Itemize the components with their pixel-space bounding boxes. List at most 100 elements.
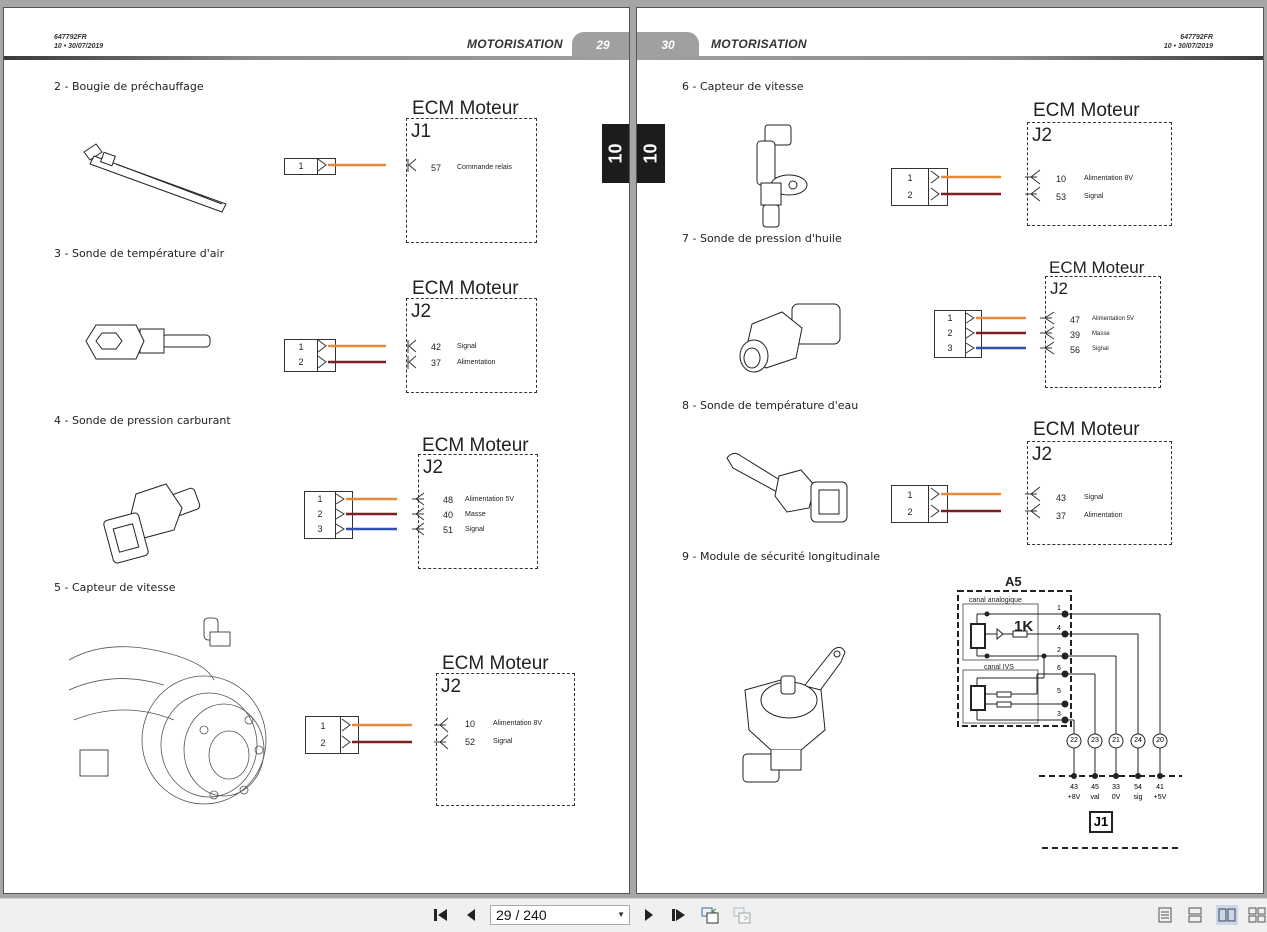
- previous-view-button[interactable]: [698, 905, 722, 925]
- internal-pin-3: 3: [1057, 711, 1061, 718]
- ecm-connector-label: J2: [423, 457, 444, 478]
- header-rule: [4, 56, 629, 60]
- harness-node: 20: [1156, 737, 1164, 744]
- pin-number: 43: [1056, 493, 1067, 503]
- sensor-plug: 1 2: [891, 485, 948, 523]
- pin-number: 53: [1056, 192, 1067, 202]
- prev-page-icon: [467, 909, 475, 921]
- section-header-title: MOTORISATION: [467, 37, 563, 51]
- harness-node: 22: [1070, 737, 1078, 744]
- ecm-title: ECM Moteur: [412, 98, 519, 119]
- next-view-button[interactable]: [730, 905, 754, 925]
- internal-pin-4: 4: [1057, 625, 1061, 632]
- longitudinal-safety-module-illustration: [742, 646, 846, 783]
- plug-pin: 2: [907, 507, 913, 517]
- pin-label: Commande relais: [457, 164, 512, 171]
- sensor-plug: 1 2: [305, 716, 359, 754]
- pin-number: 37: [1056, 511, 1067, 521]
- ecm-box: J2 43 Signal 37 Alimentation: [1027, 441, 1172, 545]
- plug-pin: 1: [298, 161, 304, 171]
- ecm-connector-label: J2: [411, 301, 432, 322]
- water-temperature-sensor-illustration: [726, 452, 848, 523]
- plug-pin: 1: [317, 494, 323, 504]
- page-number-tab: 30: [637, 32, 699, 58]
- pin-label: Signal: [493, 738, 513, 745]
- pin-number: 39: [1070, 330, 1081, 340]
- ecm-connector-label: J2: [1050, 279, 1068, 298]
- first-page-icon: [434, 909, 447, 921]
- channel-ivs-label: canal IVS: [984, 664, 1014, 671]
- sensor-plug: 1 2: [891, 168, 948, 206]
- pin-label: Alimentation 5V: [465, 496, 515, 503]
- section-title-5: 5 - Capteur de vitesse: [54, 581, 176, 594]
- page-field-value: 29 / 240: [496, 907, 547, 923]
- pin-number: 42: [431, 342, 442, 352]
- pin-label: Signal: [457, 343, 477, 350]
- plug-pin: 2: [907, 190, 913, 200]
- next-page-button[interactable]: [640, 905, 658, 925]
- harness-node: 21: [1112, 737, 1120, 744]
- wires-4: [335, 492, 425, 536]
- facing-view-button[interactable]: [1216, 905, 1238, 925]
- pin-label: Alimentation 8V: [1084, 175, 1134, 182]
- j1-pin: 41+5V: [1153, 784, 1167, 801]
- pin-number: 37: [431, 358, 442, 368]
- module-schematic: A5 canal analogique canal IVS 1K: [947, 574, 1197, 854]
- plug-pin: 1: [907, 490, 913, 500]
- internal-pin-2: 2: [1057, 647, 1061, 654]
- continuous-facing-view-button[interactable]: [1246, 905, 1267, 925]
- continuous-icon: [1188, 907, 1202, 923]
- internal-pin-6: 6: [1057, 665, 1061, 672]
- ecm-title: ECM Moteur: [412, 278, 519, 299]
- ecm-connector-label: J2: [441, 676, 462, 697]
- section-title-9: 9 - Module de sécurité longitudinale: [682, 550, 881, 563]
- wire-2-1: [317, 158, 417, 172]
- pin-number: 40: [443, 510, 454, 520]
- single-page-icon: [1158, 907, 1172, 923]
- channel-analog-label: canal analogique: [969, 597, 1022, 604]
- j1-pin: 43+8V: [1067, 784, 1081, 801]
- ecm-box: J2 42 Signal 37 Alimentation: [406, 298, 537, 393]
- next-view-icon: [733, 907, 751, 924]
- pin-number: 57: [431, 163, 442, 173]
- continuous-view-button[interactable]: [1184, 905, 1206, 925]
- harness-node: 24: [1134, 737, 1142, 744]
- plug-pin: 2: [317, 509, 323, 519]
- dropdown-arrow-icon[interactable]: ▼: [617, 910, 625, 919]
- plug-pin: 3: [317, 524, 323, 534]
- document-code: 647792FR 10 • 30/07/2019: [1164, 33, 1213, 51]
- previous-page-button[interactable]: [462, 905, 480, 925]
- single-page-view-button[interactable]: [1154, 905, 1176, 925]
- wires-8: [930, 486, 1041, 519]
- air-temperature-sensor-illustration: [85, 324, 211, 360]
- document-code: 647792FR 10 • 30/07/2019: [54, 33, 103, 51]
- plug-pin: 3: [947, 343, 953, 353]
- section-title-4: 4 - Sonde de pression carburant: [54, 414, 231, 427]
- wires-6: [930, 169, 1041, 202]
- first-page-button[interactable]: [430, 905, 452, 925]
- next-page-icon: [645, 909, 653, 921]
- page-number-field[interactable]: 29 / 240 ▼: [490, 905, 630, 925]
- plug-pin: 1: [320, 721, 326, 731]
- pin-label: Alimentation: [1084, 512, 1123, 519]
- internal-pin-1: 1: [1057, 605, 1061, 612]
- pin-label: Signal: [465, 526, 485, 533]
- doc-code-text: 647792FR: [54, 34, 87, 41]
- ecm-title: ECM Moteur: [1033, 100, 1140, 121]
- section-tab-right: 10: [637, 124, 665, 183]
- plug-pin: 1: [947, 313, 953, 323]
- harness-node: 23: [1091, 737, 1099, 744]
- last-page-button[interactable]: [668, 905, 690, 925]
- doc-revision-text: 10 • 30/07/2019: [54, 43, 104, 50]
- header-rule: [637, 56, 1263, 60]
- plug-pin: 2: [947, 328, 953, 338]
- pin-number: 10: [1056, 174, 1067, 184]
- ecm-title: ECM Moteur: [1033, 419, 1140, 440]
- page-number-tab: 29: [572, 32, 629, 58]
- pin-number: 47: [1070, 315, 1081, 325]
- pin-label: Signal: [1092, 346, 1109, 352]
- pin-number: 48: [443, 495, 454, 505]
